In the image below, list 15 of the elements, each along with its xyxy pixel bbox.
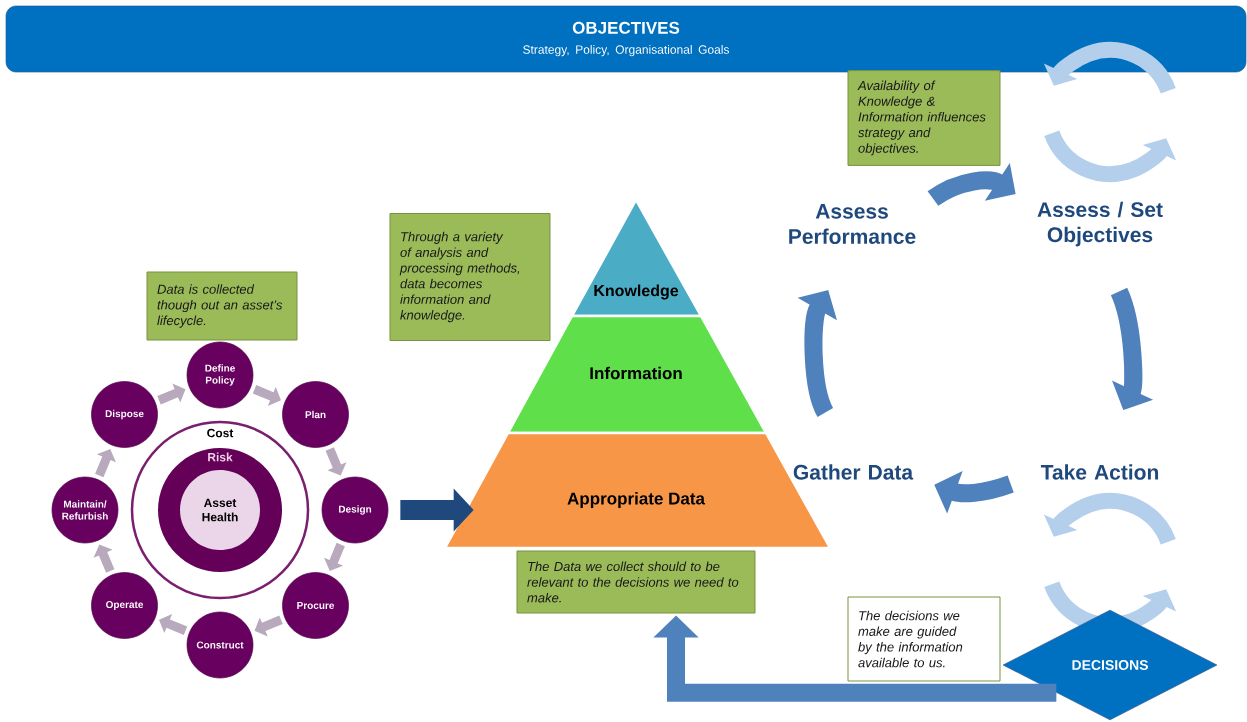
arrow [157,383,186,405]
arrow [254,615,283,637]
stage-label: Assess Performance [789,204,916,244]
note-box: Data is collected though out an asset’s lifecycle. [146,271,298,341]
stage-label: Take Action [1040,464,1158,480]
arrow [927,162,1016,207]
stage-label: Gather Data [793,464,914,480]
note-box: The Data we collect should to be relevant to the decisions we need to make. [516,550,756,614]
arrow [325,447,347,476]
note-box: Availability of Knowledge & Information influences strategy and objectives. [847,70,1001,166]
note-box: Through a variety of analysis and processing methods, data becomes information and knowledge. [389,213,551,341]
arrow [93,544,115,573]
stage-label: Assess / Set Objectives [1037,201,1163,247]
note-box: The decisions we make are guided by the information available to us. [847,596,1001,682]
objectives-banner: OBJECTIVES Strategy, Policy, Organisational Goals [5,5,1247,73]
